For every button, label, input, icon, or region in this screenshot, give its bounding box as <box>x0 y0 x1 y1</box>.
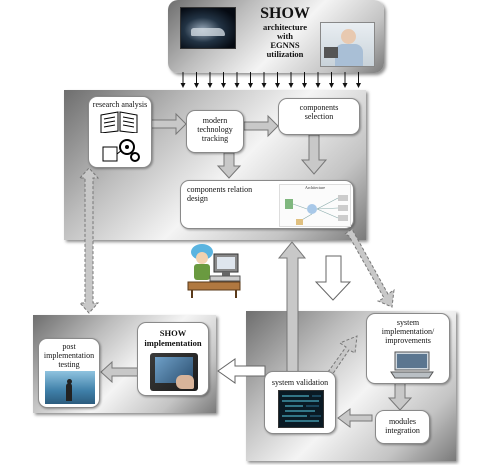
input-arrowhead <box>315 83 321 88</box>
system-validation-node: system validation <box>264 371 336 434</box>
research-analysis-node: research analysis <box>88 96 152 168</box>
header-title: SHOW <box>260 5 310 22</box>
modern-technology-node: modern technology tracking <box>186 110 244 153</box>
car-photo <box>180 7 236 49</box>
system-implementation-node: system implementation/ improvements <box>366 313 450 384</box>
gears-icon <box>101 137 141 163</box>
show-implementation-label: SHOW implementation <box>144 328 202 348</box>
components-relation-label: components relation design <box>187 185 253 203</box>
input-arrowhead <box>234 83 240 88</box>
input-arrowhead <box>221 83 226 88</box>
laptop-photo <box>389 350 435 380</box>
modern-technology-label: modern technology tracking <box>197 116 233 143</box>
input-arrowhead <box>329 83 334 88</box>
code-screen-photo <box>278 390 324 428</box>
input-arrowhead <box>275 83 280 88</box>
input-arrowhead <box>288 83 294 88</box>
header-panel: SHOW architecture with EGNNS utilization <box>168 0 384 73</box>
components-selection-label: components selection <box>299 103 339 121</box>
components-selection-node: components selection <box>278 98 360 135</box>
input-arrowhead <box>302 83 307 88</box>
input-arrows <box>180 72 361 88</box>
input-arrowhead <box>180 83 186 88</box>
system-implementation-label: system implementation/ improvements <box>381 318 435 345</box>
input-arrowhead <box>261 83 267 88</box>
book-icon <box>99 111 139 134</box>
input-arrowhead <box>342 83 348 88</box>
input-arrowhead <box>356 83 361 88</box>
input-arrowhead <box>248 83 253 88</box>
architecture-caption: Architecture <box>305 185 325 190</box>
elderly-person-photo <box>320 22 375 67</box>
show-implementation-node: SHOW implementation <box>137 322 209 396</box>
person-computer-clipart <box>186 240 242 300</box>
testing-photo <box>45 371 95 404</box>
system-validation-label: system validation <box>271 378 329 387</box>
components-relation-node: components relation design Architecture <box>180 180 354 229</box>
research-analysis-label: research analysis <box>92 100 148 109</box>
input-arrowhead <box>207 83 213 88</box>
modules-integration-label: modules integration <box>385 417 420 435</box>
post-implementation-label: post implementation testing <box>43 342 95 369</box>
architecture-thumbnail: Architecture <box>279 184 351 227</box>
tablet-photo <box>150 353 198 391</box>
input-arrowhead <box>194 83 199 88</box>
post-implementation-node: post implementation testing <box>38 338 100 408</box>
header-subtitle: architecture with EGNNS utilization <box>262 22 308 59</box>
modules-integration-node: modules integration <box>375 410 430 444</box>
